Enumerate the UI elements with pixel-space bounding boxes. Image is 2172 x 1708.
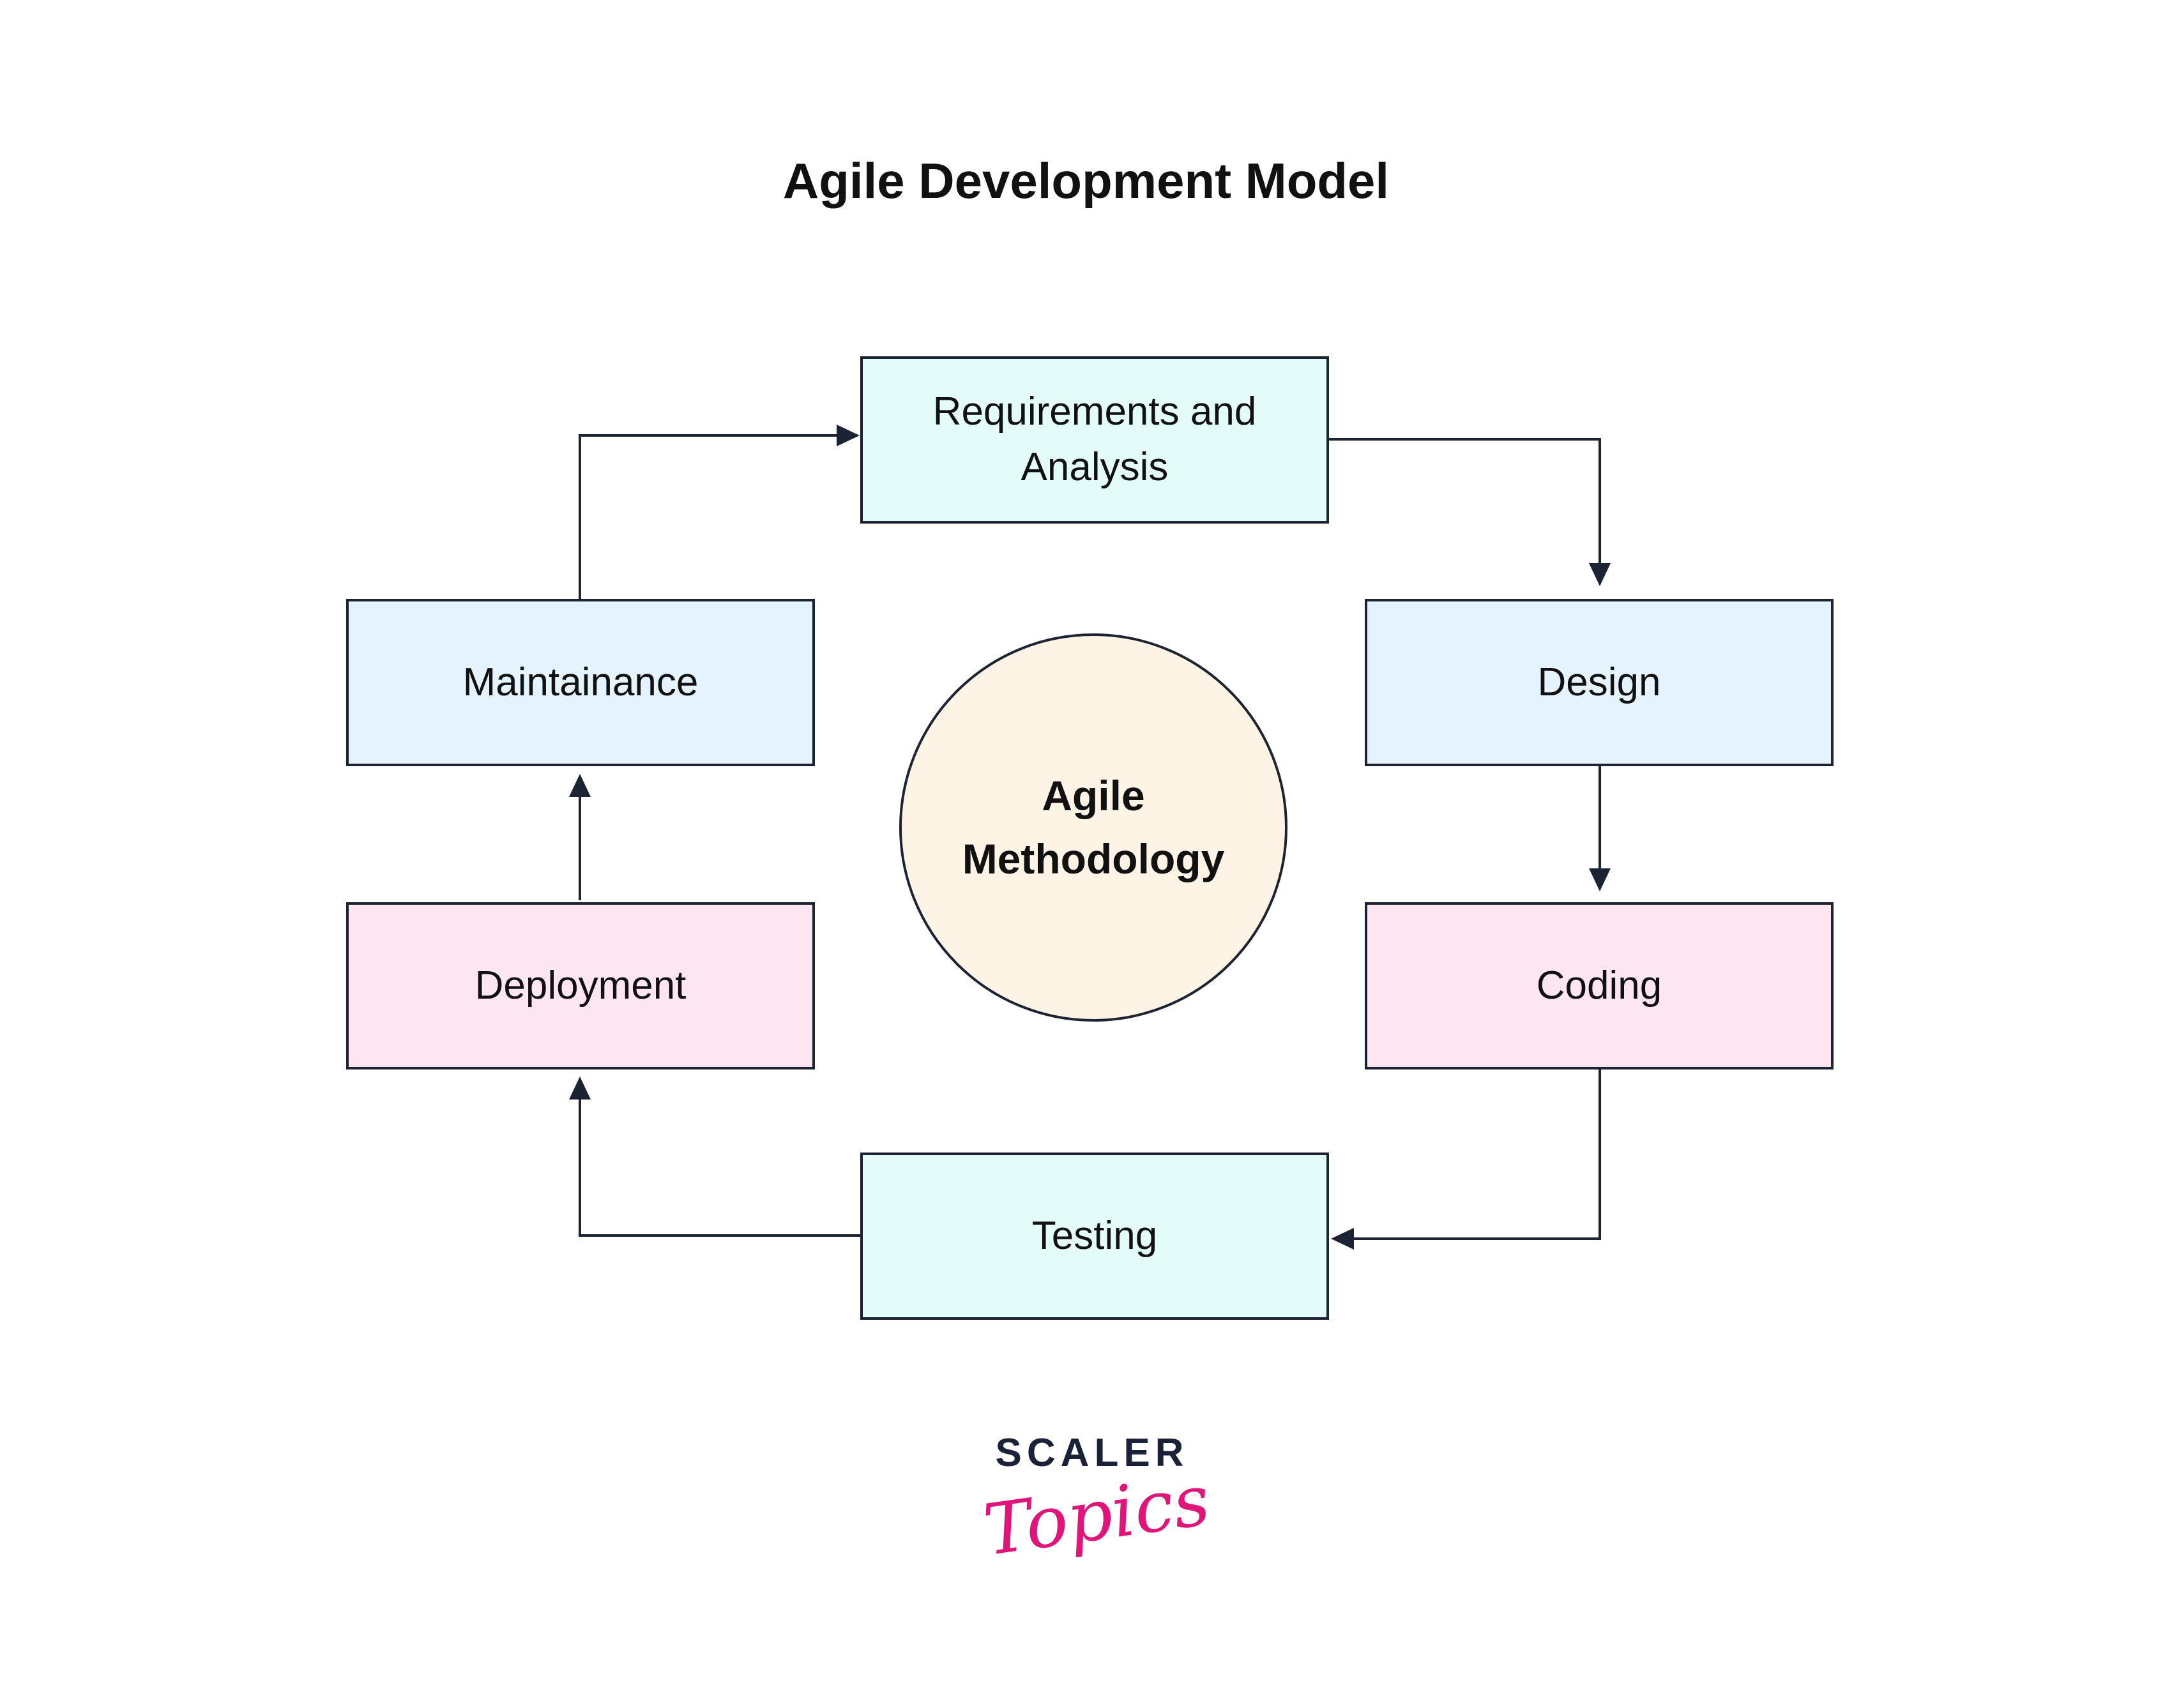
center-agile-methodology: Agile Methodology	[899, 633, 1287, 1022]
stage-testing-label: Testing	[1031, 1213, 1158, 1258]
stage-deployment-label: Deployment	[475, 963, 687, 1008]
stage-requirements-label-line2: Analysis	[1021, 445, 1169, 489]
stage-design: Design	[1365, 599, 1834, 766]
arrowhead-design	[1589, 563, 1611, 586]
stage-requirements-analysis: Requirements and Analysis	[860, 356, 1329, 524]
arrowhead-requirements	[837, 425, 860, 446]
stage-maintenance: Maintainance	[346, 599, 815, 766]
arrowhead-deployment	[569, 1077, 591, 1100]
diagram-title: Agile Development Model	[782, 153, 1390, 209]
stage-design-label: Design	[1537, 660, 1661, 704]
arrow-coding-to-testing	[1354, 1069, 1601, 1240]
stage-coding-label: Coding	[1536, 963, 1662, 1008]
stage-requirements-label-line1: Requirements and	[932, 389, 1257, 434]
stage-coding: Coding	[1365, 902, 1834, 1069]
stage-deployment: Deployment	[346, 902, 815, 1069]
arrow-maintenance-to-requirements	[579, 434, 837, 599]
logo-wordmark-scaler: SCALER	[995, 1431, 1189, 1475]
logo-wordmark-topics: Topics	[978, 1458, 1215, 1572]
scaler-topics-logo: SCALER Topics	[979, 1430, 1215, 1596]
arrowhead-maintenance	[569, 774, 591, 797]
arrow-testing-to-deployment	[579, 1100, 860, 1237]
arrow-requirements-to-design	[1328, 438, 1601, 563]
stage-testing: Testing	[860, 1153, 1329, 1320]
center-label-line1: Agile	[1042, 772, 1145, 819]
arrowhead-coding	[1589, 868, 1611, 891]
stage-maintenance-label: Maintainance	[462, 660, 699, 704]
center-label-line2: Methodology	[962, 835, 1225, 882]
arrowhead-testing	[1331, 1228, 1354, 1250]
